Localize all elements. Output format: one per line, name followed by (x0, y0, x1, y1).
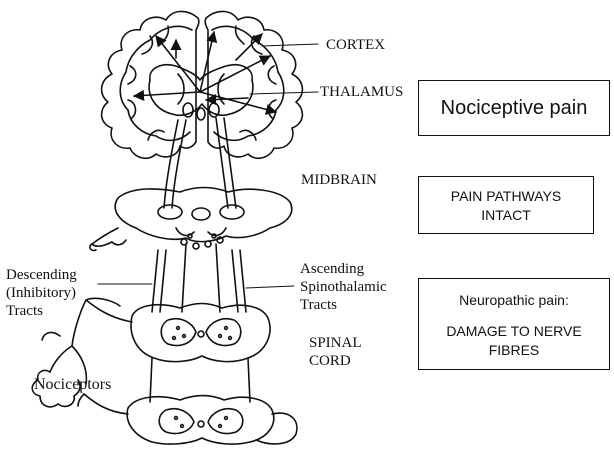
label-ascending-line-2: Spinothalamic (300, 278, 387, 296)
box-neuropathic-line-1: DAMAGE TO NERVE (419, 322, 609, 341)
box-pain-pathways-intact: PAIN PATHWAYS INTACT (418, 176, 594, 234)
label-cortex: CORTEX (326, 36, 385, 54)
label-midbrain: MIDBRAIN (301, 171, 377, 189)
box-neuropathic-title: Neuropathic pain: (419, 291, 609, 310)
box-nociceptive-pain: Nociceptive pain (418, 80, 610, 136)
label-ascending-tracts: Ascending Spinothalamic Tracts (300, 260, 387, 314)
label-ascending-line-3: Tracts (300, 296, 387, 314)
label-thalamus: THALAMUS (320, 83, 403, 101)
label-spinal-cord: SPINAL CORD (309, 334, 362, 370)
label-descending-tracts: Descending (Inhibitory) Tracts (6, 266, 77, 320)
cortex-leader (262, 44, 318, 46)
brain-illustration (102, 11, 303, 208)
label-spinal-line-1: SPINAL (309, 334, 362, 352)
box-nociceptive-text: Nociceptive pain (441, 97, 588, 119)
left-tract (164, 120, 178, 208)
ascending-leader (246, 286, 294, 288)
label-descending-line-2: (Inhibitory) (6, 284, 77, 302)
label-descending-line-3: Tracts (6, 302, 77, 320)
label-ascending-line-1: Ascending (300, 260, 387, 278)
label-spinal-line-2: CORD (309, 352, 362, 370)
label-descending-line-1: Descending (6, 266, 77, 284)
box-intact-line-2: INTACT (419, 206, 593, 225)
box-intact-line-1: PAIN PATHWAYS (419, 187, 593, 206)
lower-spinal-cord-illustration (84, 358, 297, 444)
box-neuropathic-line-2: FIBRES (419, 341, 609, 360)
label-nociceptors: Nociceptors (34, 376, 111, 394)
midbrain-illustration (90, 188, 292, 313)
box-neuropathic-pain: Neuropathic pain: DAMAGE TO NERVE FIBRES (418, 278, 610, 370)
